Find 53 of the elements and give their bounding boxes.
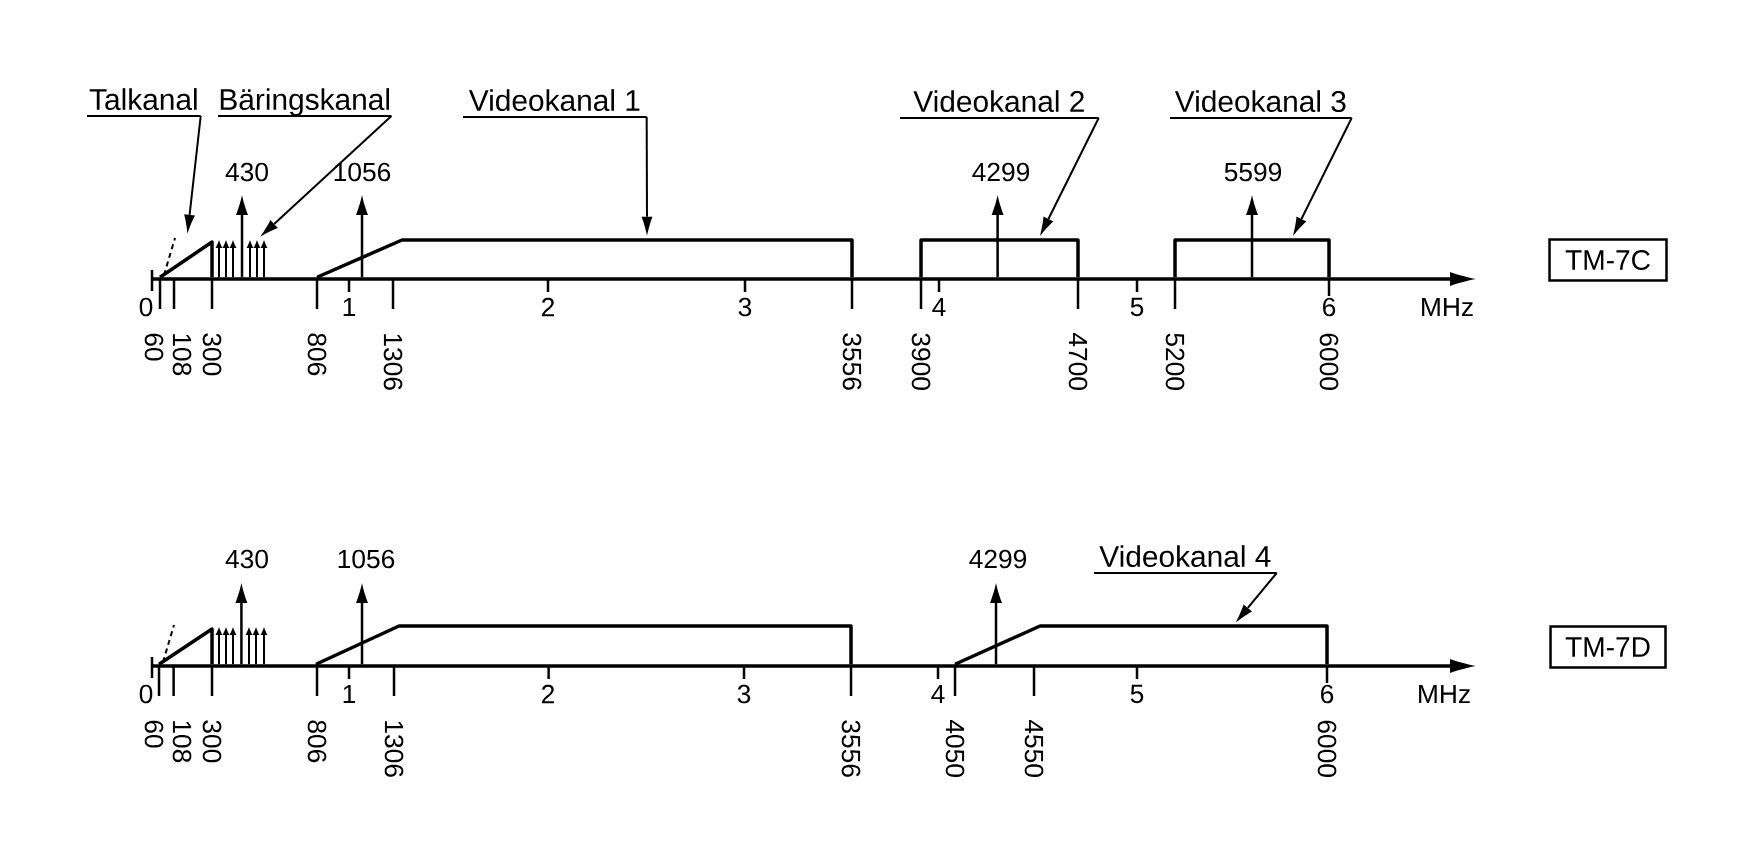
tick-label: 6 [1321,684,1334,704]
leader-arrow [1039,117,1100,237]
frequency-label: 430 [225,549,268,569]
spectrum-triangle [159,237,214,279]
channel-label: Videokanal 3 [1169,90,1353,119]
leader-arrow [184,115,202,234]
frequency-label: 1056 [338,549,395,569]
tick-label: 0 [139,684,153,704]
frequency-tick-label: 806 [307,720,327,763]
tick-label: 4 [931,684,945,704]
channel-label: Videokanal 2 [899,90,1100,119]
spectrum-trapezoid [954,624,1329,666]
channel-label: Bäringskanal [217,88,393,117]
frequency-tick-label: 108 [172,334,192,376]
leader-arrow [260,115,393,237]
tick-label: 6 [1323,297,1336,317]
spectrum-trapezoid [316,238,854,279]
frequency-tick-label: 3900 [911,333,931,390]
spectrum-triangle [158,624,214,666]
channel-label: Videokanal 4 [1093,545,1278,574]
frequency-tick-label: 3556 [841,720,861,777]
frequency-label: 4299 [969,549,1027,569]
frequency-tick-label: 3556 [842,333,862,390]
unit-label: MHz [1419,684,1470,704]
frequency-label: 430 [225,162,268,182]
frequency-label: 1056 [334,162,391,182]
carrier-comb [215,240,268,279]
frequency-tick-label: 60 [144,720,164,748]
tick-label: 1 [343,297,356,317]
frequency-tick-label: 806 [307,333,327,376]
tick-label: 0 [139,297,153,317]
spectrum-trapezoid [315,624,853,666]
leader-arrow [1235,572,1278,623]
frequency-tick-label: 5200 [1165,333,1185,390]
frequency-tick-label: 4700 [1068,332,1088,390]
model-box: TM-7D [1549,625,1667,669]
frequency-tick-label: 108 [172,721,192,763]
frequency-label: 5599 [1224,162,1282,182]
channel-label: Talkanal [86,88,202,117]
leader-arrow [641,116,653,236]
frequency-tick-label: 300 [202,333,222,376]
frequency-tick-label: 60 [144,333,164,361]
leader-arrow [1292,117,1353,237]
model-box: TM-7C [1548,238,1668,282]
carrier-comb [215,627,268,666]
frequency-tick-label: 6000 [1317,720,1337,777]
unit-label: MHz [1422,297,1473,317]
frequency-label: 4299 [972,162,1030,182]
frequency-tick-label: 300 [202,720,222,763]
frequency-tick-label: 4050 [945,719,965,777]
channel-label: Videokanal 1 [462,89,648,118]
tick-label: 5 [1130,297,1144,317]
tick-label: 1 [343,684,356,704]
